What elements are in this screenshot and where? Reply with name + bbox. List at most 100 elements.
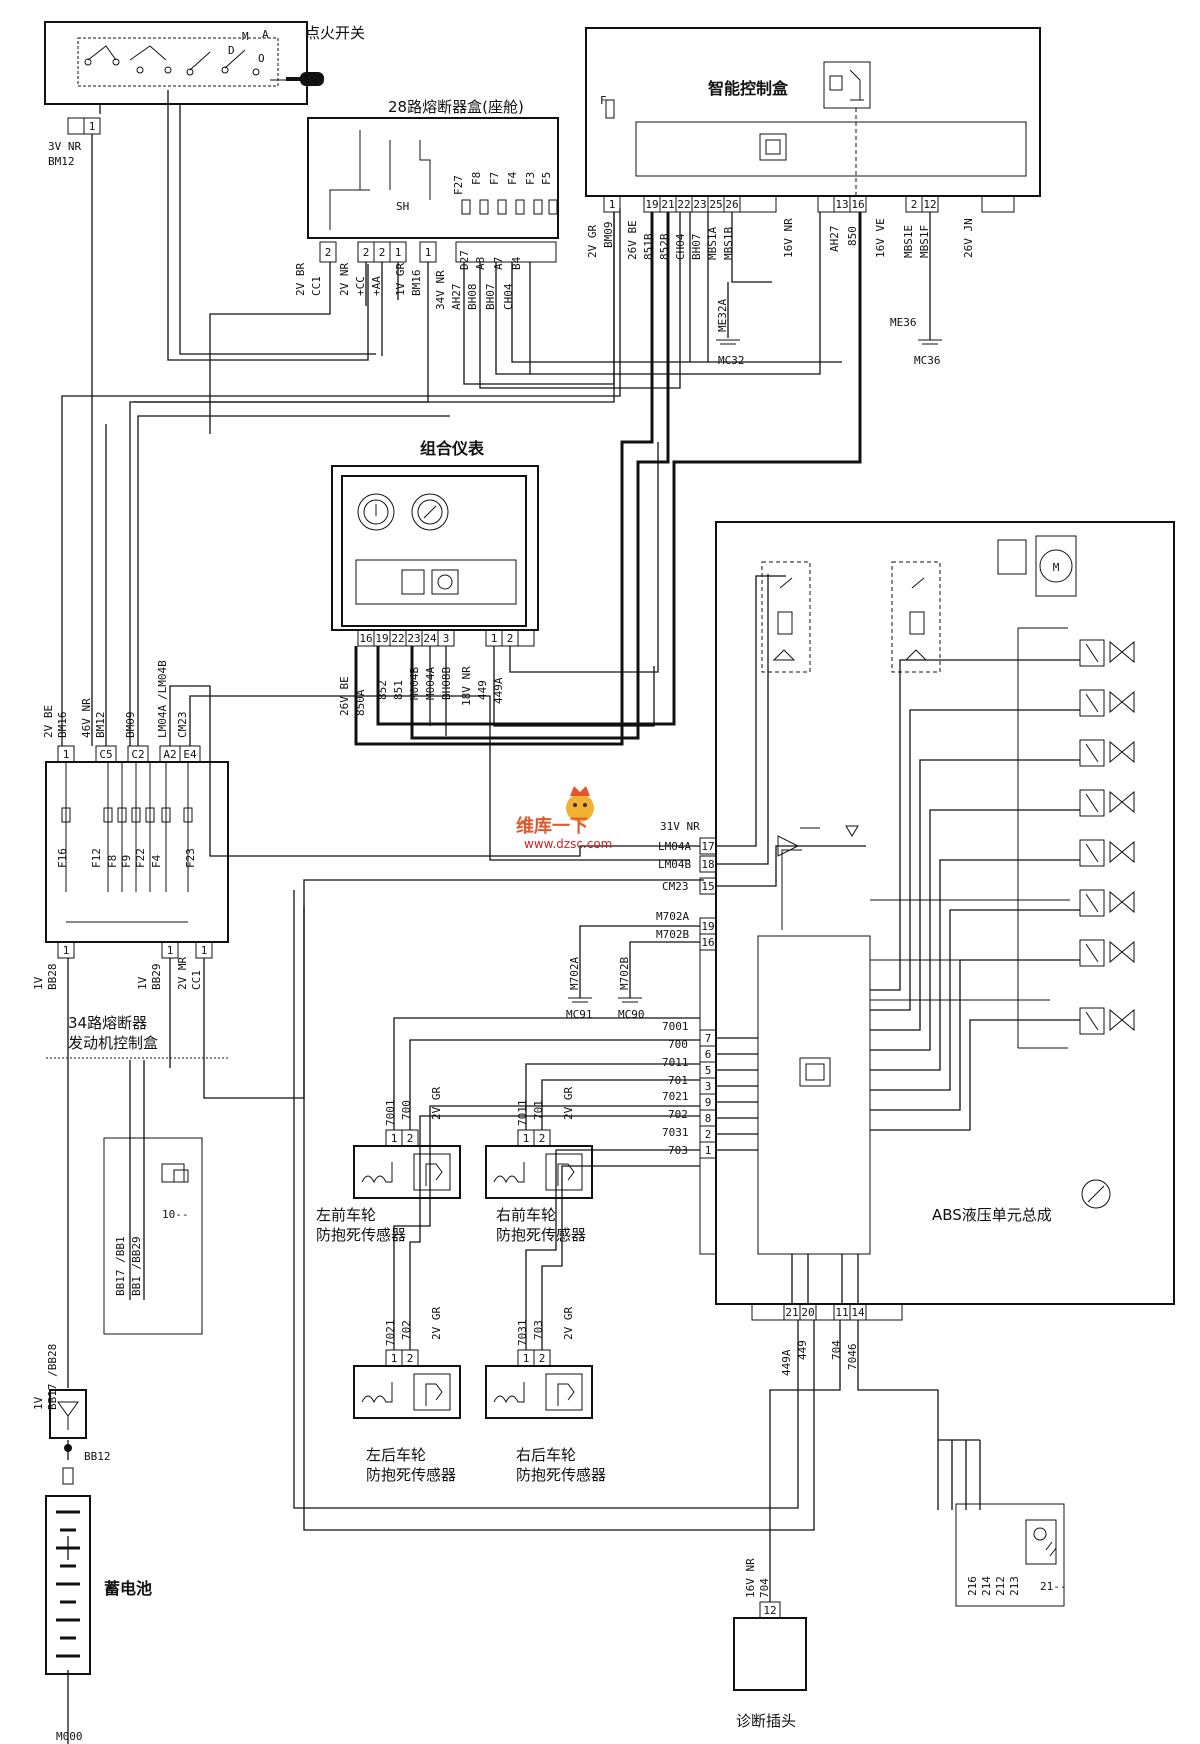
fuse34-top-pins: 1 C5 C2 A2 E4 (57, 745, 201, 763)
sensor-pin: 1 (523, 1352, 530, 1365)
sensor-fl-title-1: 左前车轮 (316, 1206, 376, 1224)
sensor-pin: 2 (539, 1132, 546, 1145)
warning-module-label: 214 (980, 1576, 993, 1596)
fuse28-pin: 1 (395, 246, 402, 259)
fuse34-bottom-pin: 1 (63, 944, 70, 957)
sensor-conn: 2V GR (562, 1087, 575, 1120)
ignition-switch: 点火开关 M A D O 1 3V NR BM12 (44, 21, 365, 168)
sensor-front-left: 7001 700 2V GR 1 2 左前车轮 防抱死传感器 (316, 1087, 461, 1244)
fuse28-wire-label: +CC (354, 276, 367, 296)
abs-unit-title: ABS液压单元总成 (932, 1206, 1052, 1224)
watermark-url: www.dzsc.com (524, 837, 612, 851)
sensor-pin: 2 (407, 1132, 414, 1145)
ground-wire-label: ME36 (890, 316, 917, 329)
smart-pin: 1 (609, 198, 616, 211)
watermark-title: 维库一下 (516, 815, 588, 837)
abs-pin: 2 (705, 1128, 712, 1141)
smart-pin: 16 (851, 198, 864, 211)
sensor-rear-right: 7031 703 2V GR 1 2 右后车轮 防抱死传感器 (485, 1307, 606, 1484)
cluster-wire-label: 18V NR (460, 666, 473, 706)
fuse28-f3: F3 (524, 172, 537, 185)
fuse34-top-label: 2V BE (42, 705, 55, 738)
fuse28-sh: SH (396, 200, 409, 213)
abs-pin: 3 (705, 1080, 712, 1093)
sensor-wire: 7031 (516, 1320, 529, 1347)
fuse28-wire-label: BH08 (466, 284, 479, 311)
relay-icon (161, 1163, 189, 1183)
fuse28-wire-label: B4 (510, 256, 523, 270)
abs-pin: 6 (705, 1048, 712, 1061)
ignition-letter-d: D (228, 44, 235, 57)
battery-branch: 1V BB17 /BB28 BB12 蓄电池 (32, 958, 152, 1744)
fuse28-pin: 2 (363, 246, 370, 259)
cluster-pin: 16 (359, 632, 372, 645)
fuse34-bottom-pins: 1 1 1 (57, 941, 213, 959)
key-icon (286, 72, 324, 86)
sensor-rear-left: 7021 702 2V GR 1 2 左后车轮 防抱死传感器 (353, 1307, 461, 1484)
sensor-wire: 7011 (516, 1100, 529, 1127)
fuse34-top-pin: A2 (163, 748, 176, 761)
battery-ref: BB12 (84, 1450, 111, 1463)
fuse34-bottom-label: BB28 (46, 964, 59, 991)
cluster-wire-label: 449 (476, 680, 489, 700)
abs-bottom-pin: 11 (835, 1306, 848, 1319)
abs-pin-9: 9 7021 (662, 1090, 717, 1111)
ground-mc36: ME36 MC36 (890, 212, 942, 367)
abs-pin-label: 702 (668, 1108, 688, 1121)
abs-unit: ABS液压单元总成 M (715, 521, 1175, 1305)
fuse34-fuse: F23 (184, 848, 197, 868)
ignition-switch-title: 点火开关 (305, 24, 365, 42)
abs-bottom-pin: 14 (851, 1306, 865, 1319)
sensor-wire: 703 (532, 1320, 545, 1340)
sensor-rr-title-1: 右后车轮 (516, 1446, 576, 1464)
abs-pin-18: 18 LM04B (658, 855, 717, 873)
fuse34-top-label: CM23 (176, 712, 189, 739)
cluster-pin: 3 (443, 632, 450, 645)
battery-title: 蓄电池 (104, 1579, 152, 1598)
abs-bottom-pin: 21 (785, 1306, 798, 1319)
fuse28-wire-label: CH04 (502, 283, 515, 310)
sensor-fr-title-2: 防抱死传感器 (496, 1226, 586, 1244)
abs-pin-16: 16 M702B (656, 928, 717, 951)
fuse34-bottom-pin: 1 (201, 944, 208, 957)
warning-module-ref: 21-- (1040, 1580, 1067, 1593)
sensor-icon (361, 1153, 451, 1191)
fuse28-f27: F27 (452, 175, 465, 195)
battery-ground: M000 (56, 1730, 83, 1743)
abs-pin-label: LM04B (658, 858, 691, 871)
instrument-cluster-title: 组合仪表 (420, 439, 485, 458)
fuse34-bottom-label: BB29 (150, 964, 163, 991)
instrument-cluster: 组合仪表 16 19 22 23 24 3 1 2 26V BE 850A (331, 439, 539, 716)
smart-control-box: 智能控制盒 F 1 19 21 22 23 25 26 13 16 2 12 (585, 27, 1041, 367)
fuse28-pin: 2 (325, 246, 332, 259)
fuse34-fuses: F16 F12 F8 F9 F22 F4 F23 (56, 807, 197, 868)
fuse34-bottom-label: 1V (32, 976, 45, 990)
ground-name: MC32 (718, 354, 745, 367)
gauge-icon (357, 493, 449, 531)
abs-pin: 19 (701, 920, 714, 933)
abs-pin: 15 (701, 880, 714, 893)
smart-pin: 23 (693, 198, 706, 211)
sensor-icon (493, 1373, 583, 1411)
fuse28-wire-label: BM16 (410, 270, 423, 297)
fuse-box-34-title-1: 34路熔断器 (68, 1014, 147, 1032)
fuse-box-34-title-2: 发动机控制盒 (68, 1034, 158, 1052)
smart-fuse-label: F (600, 94, 607, 107)
battery-fuse-label-1: 1V (32, 1396, 45, 1410)
fuse34-fuse: F8 (106, 855, 119, 868)
ignition-pin: 1 (89, 120, 96, 133)
sensor-rl-title-1: 左后车轮 (366, 1446, 426, 1464)
fuse28-wire-label: 2V NR (338, 263, 351, 296)
smart-wire-labels: 2V GR BM09 26V BE 851B 852B CH04 BH07 MB… (586, 218, 975, 260)
motor-icon: M (997, 535, 1077, 597)
smart-wire-label: BM09 (602, 222, 615, 249)
smart-pin: 25 (709, 198, 722, 211)
abs-pin: 18 (701, 858, 714, 871)
fuse34-top-pin: 1 (63, 748, 70, 761)
fuse34-bottom-labels: 1V BB28 1V BB29 2V MR CC1 (32, 957, 203, 990)
sensor-icon (361, 1373, 451, 1411)
ground-name: MC90 (618, 1008, 645, 1021)
sensor-pin: 2 (539, 1352, 546, 1365)
relay-box-label: BB1 /BB29 (130, 1236, 143, 1296)
